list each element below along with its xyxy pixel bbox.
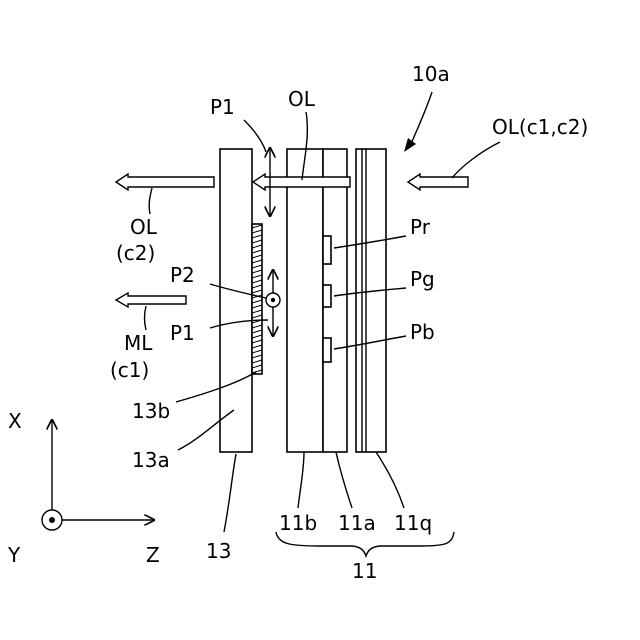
- plate-13: [220, 149, 252, 452]
- label-11a: 11a: [338, 511, 376, 535]
- leader-11b: [298, 452, 304, 508]
- pixel-pg: [323, 285, 331, 307]
- layer-11q-outer: [356, 149, 386, 452]
- label-ml-outgoing-sub: (c1): [110, 358, 149, 382]
- label-axis-x: X: [8, 409, 22, 433]
- label-13: 13: [206, 539, 231, 563]
- leader-10a: [410, 92, 432, 146]
- label-pg: Pg: [410, 267, 435, 291]
- label-ol-top: OL: [288, 87, 316, 111]
- label-11: 11: [352, 559, 377, 583]
- beam-ml-outgoing: [116, 293, 186, 307]
- label-11q: 11q: [394, 511, 432, 535]
- label-ol-incoming: OL(c1,c2): [492, 115, 588, 139]
- beam-ol-internal: [253, 174, 350, 190]
- leader-ml-outgoing: [145, 306, 147, 330]
- label-p1-top: P1: [210, 95, 235, 119]
- label-13a: 13a: [132, 448, 170, 472]
- label-ml-outgoing: ML: [124, 331, 153, 355]
- layer-11b: [287, 149, 323, 452]
- polarization-p2-dot: [271, 298, 275, 302]
- pixel-pb: [323, 338, 331, 362]
- leader-11a: [336, 452, 352, 508]
- label-p2: P2: [170, 263, 195, 287]
- label-axis-y: Y: [7, 543, 21, 567]
- leader-10a-head: [404, 138, 416, 152]
- beam-ol-outgoing: [116, 174, 214, 190]
- axis-y-dot: [49, 517, 55, 523]
- label-13b: 13b: [132, 399, 170, 423]
- label-ol-outgoing: OL: [130, 215, 158, 239]
- leader-ol-incoming: [452, 142, 500, 178]
- label-pr: Pr: [410, 215, 431, 239]
- label-axis-z: Z: [146, 543, 160, 567]
- label-pb: Pb: [410, 320, 435, 344]
- pixel-pr: [323, 236, 331, 264]
- brace-11: [276, 532, 454, 556]
- label-11b: 11b: [279, 511, 317, 535]
- label-ol-outgoing-sub: (c2): [116, 241, 155, 265]
- leader-ol-outgoing: [149, 188, 152, 214]
- label-p1-mid: P1: [170, 321, 195, 345]
- leader-p1-top: [244, 120, 266, 152]
- label-10a: 10a: [412, 62, 450, 86]
- leader-13: [224, 454, 236, 532]
- leader-11q: [376, 452, 404, 508]
- beam-ol-incoming: [408, 174, 468, 190]
